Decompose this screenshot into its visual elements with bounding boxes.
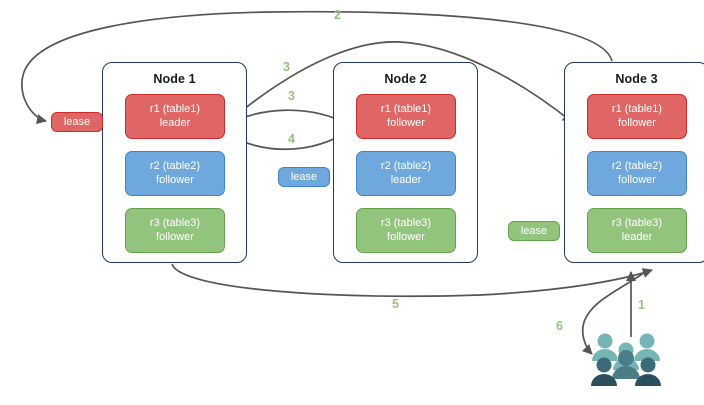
lease-badge-r3[interactable]: lease <box>508 221 560 241</box>
replica-name: r3 (table3) <box>611 217 663 229</box>
replica-name: r2 (table2) <box>149 160 201 172</box>
client-group[interactable] <box>588 330 664 392</box>
replica-name: r1 (table1) <box>149 103 201 115</box>
replica-role: follower <box>156 230 194 243</box>
edge-label-2: 2 <box>334 8 341 22</box>
replica-role: leader <box>159 116 191 129</box>
replica-n3-r2[interactable]: r2 (table2) follower <box>587 151 687 196</box>
edge-label-5: 5 <box>392 297 399 311</box>
replica-name: r1 (table1) <box>611 103 663 115</box>
lease-badge-r2[interactable]: lease <box>278 167 330 187</box>
replica-role: follower <box>156 173 194 186</box>
replica-name: r3 (table3) <box>149 217 201 229</box>
replica-name: r1 (table1) <box>380 103 432 115</box>
edge-5-path <box>171 263 653 298</box>
lease-badge-r1[interactable]: lease <box>51 112 103 132</box>
replica-n3-r1[interactable]: r1 (table1) follower <box>587 94 687 139</box>
edge-label-3b: 3 <box>288 89 295 103</box>
replica-role: leader <box>621 230 653 243</box>
node-title-1: Node 1 <box>153 72 196 86</box>
replica-role: follower <box>618 173 656 186</box>
replica-role: follower <box>387 116 425 129</box>
replica-n2-r1[interactable]: r1 (table1) follower <box>356 94 456 139</box>
node-title-2: Node 2 <box>384 72 427 86</box>
lease-label: lease <box>63 116 91 128</box>
lease-label: lease <box>520 225 548 237</box>
edge-label-4: 4 <box>288 132 295 146</box>
edge-label-6: 6 <box>556 319 563 333</box>
replica-name: r2 (table2) <box>611 160 663 172</box>
edge-label-3a: 3 <box>283 60 290 74</box>
replica-n1-r2[interactable]: r2 (table2) follower <box>125 151 225 196</box>
replica-name: r2 (table2) <box>380 160 432 172</box>
replica-n2-r2[interactable]: r2 (table2) leader <box>356 151 456 196</box>
lease-label: lease <box>290 171 318 183</box>
node-title-3: Node 3 <box>615 72 658 86</box>
node-container-3[interactable]: Node 3 r1 (table1) follower r2 (table2) … <box>564 62 704 263</box>
replica-n1-r1[interactable]: r1 (table1) leader <box>125 94 225 139</box>
node-container-1[interactable]: Node 1 r1 (table1) leader r2 (table2) fo… <box>102 62 247 263</box>
replica-role: follower <box>618 116 656 129</box>
replica-n2-r3[interactable]: r3 (table3) follower <box>356 208 456 253</box>
edge-label-1: 1 <box>638 298 645 312</box>
replica-role: leader <box>390 173 422 186</box>
node-container-2[interactable]: Node 2 r1 (table1) follower r2 (table2) … <box>333 62 478 263</box>
replica-n1-r3[interactable]: r3 (table3) follower <box>125 208 225 253</box>
replica-n3-r3[interactable]: r3 (table3) leader <box>587 208 687 253</box>
people-group-icon <box>591 333 661 386</box>
replica-role: follower <box>387 230 425 243</box>
replica-name: r3 (table3) <box>380 217 432 229</box>
